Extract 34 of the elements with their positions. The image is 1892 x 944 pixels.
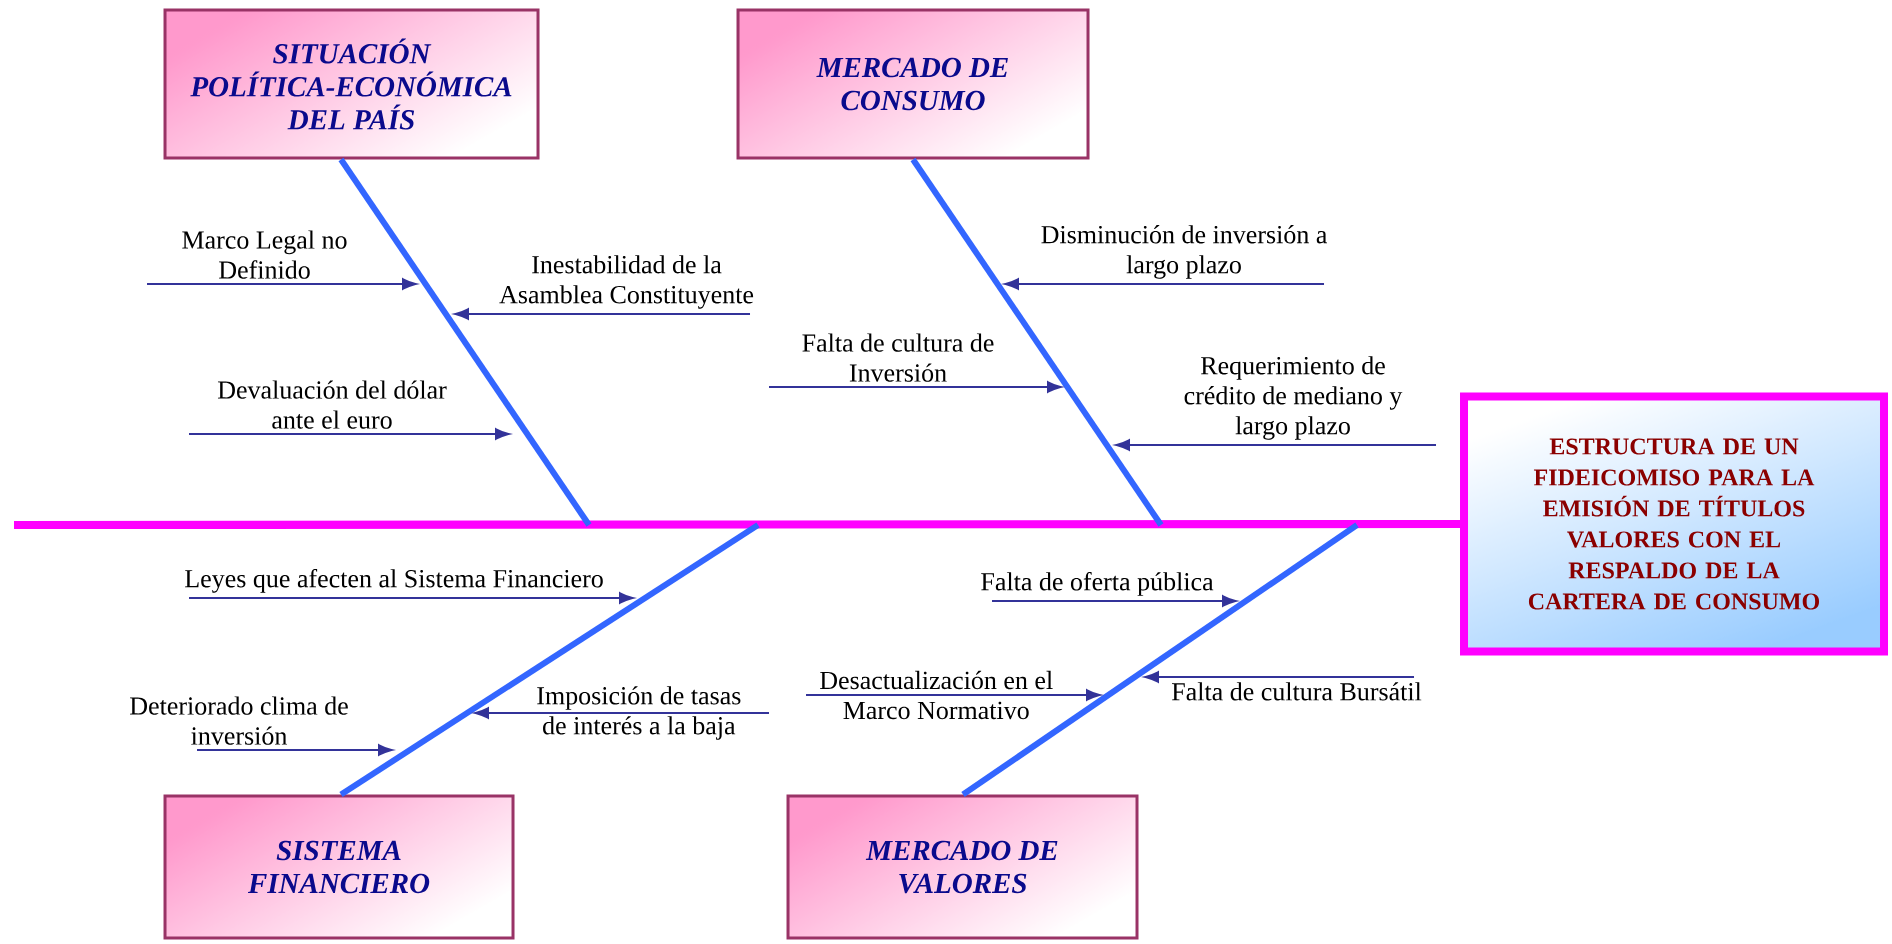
arrow <box>1144 671 1414 683</box>
arrow <box>454 308 750 320</box>
cause-label: Leyes que afecten al Sistema Financiero <box>185 568 603 593</box>
bone-line <box>961 522 1359 797</box>
cause-label: Falta de oferta pública <box>981 571 1214 596</box>
arrow <box>197 744 393 756</box>
bone-line <box>339 522 760 797</box>
cause-label: Requerimiento de crédito de mediano y largo plazo <box>1184 356 1403 440</box>
cause-label: Disminución de inversión a largo plazo <box>1041 225 1327 279</box>
cause-label: Desactualización en el Marco Normativo <box>820 670 1053 720</box>
spine-line <box>14 519 1460 530</box>
category-box: SITUACIÓN POLÍTICA-ECONÓMICA DEL PAÍS <box>163 8 540 160</box>
category-box: SISTEMA FINANCIERO <box>163 794 515 940</box>
arrow <box>147 278 417 290</box>
cause-label: Falta de cultura Bursátil <box>1172 682 1422 701</box>
arrow <box>806 689 1101 701</box>
arrow <box>189 592 634 604</box>
cause-label: Marco Legal no Definido <box>182 230 347 279</box>
cause-label: Devaluación del dólar ante el euro <box>218 380 447 429</box>
arrow <box>1115 439 1436 451</box>
arrow <box>189 428 510 440</box>
effect-box: ESTRUCTURA DE UN FIDEICOMISO PARA LA EMISIÓN DE TÍTULOS VALORES CON EL RESPALDO DE LA CARTERA DE CONSUMO <box>1460 392 1888 656</box>
category-box: MERCADO DE VALORES <box>786 794 1139 940</box>
cause-label: Inestabilidad de la Asamblea Constituyente <box>499 255 754 309</box>
bone-line <box>910 157 1164 527</box>
cause-label: Falta de cultura de Inversión <box>802 333 994 382</box>
cause-label: Imposición de tasas de interés a la baja <box>537 686 741 740</box>
arrow <box>1004 278 1324 290</box>
cause-label: Deteriorado clima de inversión <box>130 696 348 745</box>
arrow <box>769 381 1062 393</box>
arrow <box>474 707 769 719</box>
arrow <box>992 595 1237 607</box>
category-box: MERCADO DE CONSUMO <box>736 8 1090 160</box>
bone-line <box>338 157 592 527</box>
